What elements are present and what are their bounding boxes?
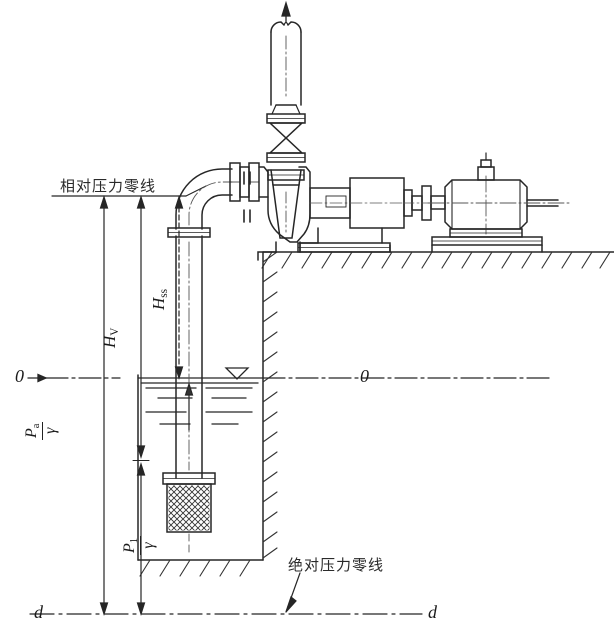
base-plate: [431, 236, 543, 246]
water-surface-symbol: [137, 367, 264, 425]
pa-denominator: γ: [42, 427, 60, 434]
datum-label-0-left: 0: [15, 366, 24, 386]
hv-symbol: H: [100, 335, 119, 348]
hss-subscript: ss: [158, 288, 171, 298]
datum-label-0-right: 0: [360, 366, 369, 386]
suction-elbow-90deg: [175, 168, 233, 230]
dimension-hv: [99, 195, 109, 616]
centrifugal-pump-casing: [257, 166, 311, 261]
hv-subscript: V: [109, 327, 122, 336]
hss-symbol: H: [149, 297, 168, 310]
gate-valve: [266, 104, 306, 163]
pa-numerator: Pa: [23, 421, 44, 440]
datum-label-d-left: d: [34, 602, 43, 622]
concrete-foundation: [389, 244, 543, 253]
motor-terminal-box: [477, 152, 495, 181]
discharge-riser-pipe: [270, 0, 302, 106]
p1-numerator: P1: [121, 535, 142, 555]
datum-0-arrow: [27, 373, 48, 383]
section-plane-marks: [243, 171, 251, 223]
relative-zero-leader: [185, 185, 207, 197]
hv-dimension-label: HV: [100, 328, 121, 348]
absolute-zero-leader: [285, 572, 301, 613]
absolute-pressure-zero-line-label: 绝对压力零线: [288, 556, 385, 574]
well-wall: [137, 251, 278, 577]
dimension-pa-over-gamma: [132, 195, 150, 616]
p1-denominator: γ: [140, 542, 158, 549]
pipe-flange: [229, 162, 260, 202]
relative-pressure-zero-line-label: 相对压力零线: [60, 177, 157, 195]
suction-pipe: [167, 227, 211, 479]
foot-valve-strainer: [162, 472, 216, 553]
p1-over-gamma-label: P1 γ: [121, 535, 158, 555]
hss-dimension-label: Hss: [149, 289, 170, 310]
pa-over-gamma-label: Pa γ: [23, 421, 60, 440]
bearing-housing: [297, 177, 405, 253]
datum-label-d-right: d: [428, 602, 437, 622]
pipe-flange: [167, 227, 211, 238]
ground-hatching: [261, 251, 614, 269]
electric-motor: [427, 152, 571, 238]
shaft-coupling: [403, 185, 446, 221]
